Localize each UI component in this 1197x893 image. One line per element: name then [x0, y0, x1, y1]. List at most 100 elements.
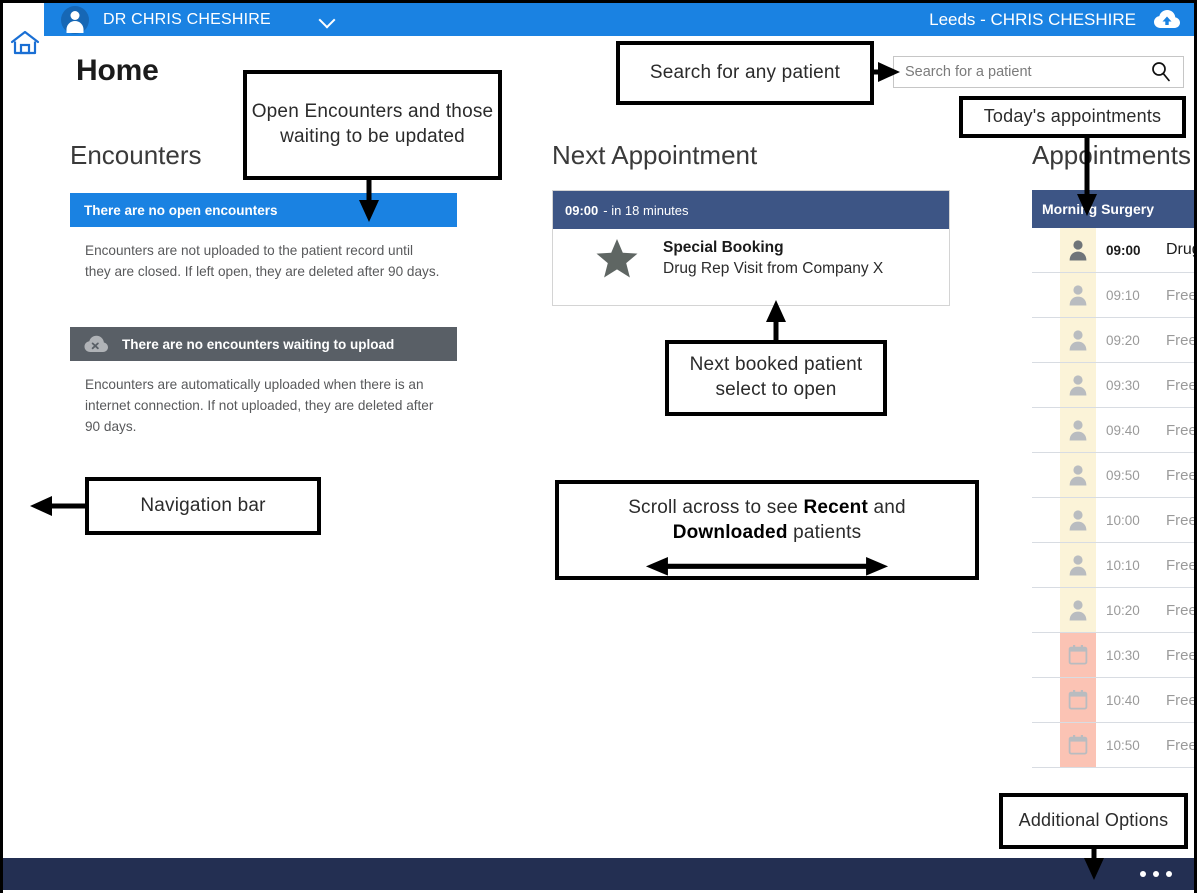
appointment-slot-swatch [1060, 633, 1096, 677]
person-icon [1068, 554, 1088, 576]
appointment-time: 09:20 [1106, 332, 1140, 348]
header-right-group: Leeds - CHRIS CHESHIRE [929, 9, 1180, 30]
calendar-icon [1068, 644, 1088, 666]
annotation-next-booked-patient-text: Next booked patient select to open [689, 354, 863, 400]
open-encounters-description: Encounters are not uploaded to the patie… [85, 243, 440, 280]
appointment-slot-swatch [1060, 318, 1096, 362]
waiting-upload-description: Encounters are automatically uploaded wh… [85, 377, 434, 435]
navigation-bar[interactable] [3, 3, 44, 858]
appointment-slot-swatch [1060, 723, 1096, 767]
appointment-row[interactable]: 09:40 Free [1032, 408, 1194, 453]
calendar-icon [1068, 734, 1088, 756]
annotation-additional-options-text: Additional Options [1018, 810, 1169, 831]
search-input[interactable] [894, 57, 1150, 87]
avatar-body [66, 20, 84, 33]
ellipsis-dot [1166, 871, 1172, 877]
search-icon[interactable] [1150, 61, 1172, 83]
waiting-upload-bar[interactable]: There are no encounters waiting to uploa… [70, 327, 457, 361]
annotation-todays-appointments-text: Today's appointments [983, 106, 1162, 127]
star-icon [595, 237, 639, 279]
appointment-time: 10:10 [1106, 557, 1140, 573]
window-border-left [0, 0, 3, 893]
annotation-open-encounters-text: Open Encounters and those waiting to be … [251, 101, 494, 147]
appointment-label: Free [1166, 646, 1194, 664]
annotation-additional-options: Additional Options [999, 793, 1188, 849]
page-title: Home [76, 54, 159, 87]
annotation-todays-appointments: Today's appointments [959, 96, 1186, 138]
person-icon [1068, 599, 1088, 621]
annotation-scroll-bold-downloaded: Downloaded [672, 521, 788, 543]
open-encounters-bar[interactable]: There are no open encounters [70, 193, 457, 227]
patient-search-box[interactable] [893, 56, 1184, 88]
window-border-top [0, 0, 1197, 3]
next-appointment-title: Special Booking [663, 238, 784, 256]
cloud-upload-icon[interactable] [1154, 9, 1180, 30]
annotation-search-text: Search for any patient [649, 61, 841, 83]
annotation-scroll-pre: Scroll across to see [628, 497, 804, 518]
appointment-row[interactable]: 09:20 Free [1032, 318, 1194, 363]
calendar-icon [1068, 689, 1088, 711]
double-arrow-icon [645, 557, 889, 576]
appointment-slot-swatch [1060, 363, 1096, 407]
appointment-row[interactable]: 09:10 Free [1032, 273, 1194, 318]
person-icon [1068, 419, 1088, 441]
header-user-name: DR CHRIS CHESHIRE [103, 10, 271, 28]
appointment-time: 10:20 [1106, 602, 1140, 618]
appointment-label: Free [1166, 331, 1194, 349]
person-icon [1068, 509, 1088, 531]
annotation-scroll-post: patients [787, 521, 862, 543]
next-appointment-subtitle: Drug Rep Visit from Company X [663, 259, 884, 277]
appointment-label: Free [1166, 601, 1194, 619]
appointment-slot-swatch [1060, 453, 1096, 497]
next-appointment-text: Special Booking Drug Rep Visit from Comp… [663, 239, 883, 278]
ellipsis-icon[interactable] [1140, 871, 1172, 877]
next-appointment-time-header: 09:00 - in 18 minutes [553, 191, 949, 229]
appointment-label: Free [1166, 376, 1194, 394]
appointment-label: Drug Rep Visit from Company X [1166, 241, 1194, 258]
home-icon[interactable] [10, 29, 40, 57]
appointment-label: Free [1166, 466, 1194, 484]
appointment-time: 09:30 [1106, 377, 1140, 393]
appointment-label: Free [1166, 421, 1194, 439]
person-icon [1068, 284, 1088, 306]
annotation-search: Search for any patient [616, 41, 874, 105]
appointments-session-label: Morning Surgery [1042, 201, 1155, 217]
annotation-scroll-bold-recent: Recent [803, 497, 869, 518]
appointment-time: 09:10 [1106, 287, 1140, 303]
appointment-label: Free [1166, 286, 1194, 304]
annotation-scroll-across-text: Scroll across to see Recent and Download… [628, 496, 906, 545]
appointment-label: Free [1166, 511, 1194, 529]
next-appointment-time: 09:00 [565, 202, 599, 218]
person-icon [1068, 239, 1088, 261]
next-appointment-countdown: - in 18 minutes [603, 202, 689, 218]
appointment-row[interactable]: 10:20 Free [1032, 588, 1194, 633]
appointment-row[interactable]: 09:30 Free [1032, 363, 1194, 408]
person-icon [1068, 464, 1088, 486]
open-encounters-label: There are no open encounters [84, 202, 278, 218]
annotation-open-encounters: Open Encounters and those waiting to be … [243, 70, 502, 180]
appointments-session-header: Morning Surgery [1032, 190, 1194, 228]
appointment-slot-swatch [1060, 228, 1096, 272]
appointments-panel[interactable]: Morning Surgery 09:00Drug Rep Visit from… [1032, 190, 1194, 773]
annotation-next-booked-patient: Next booked patient select to open [665, 340, 887, 416]
appointment-slot-swatch [1060, 678, 1096, 722]
avatar-head [70, 10, 80, 20]
appointment-label: Free [1166, 691, 1194, 709]
person-icon [1068, 374, 1088, 396]
header-location-user: Leeds - CHRIS CHESHIRE [929, 9, 1136, 29]
encounters-heading: Encounters [70, 140, 202, 170]
next-appointment-card[interactable]: 09:00 - in 18 minutes Special Booking Dr… [552, 190, 950, 306]
avatar[interactable] [61, 5, 89, 34]
appointment-time: 09:40 [1106, 422, 1140, 438]
appointment-row[interactable]: 09:00Drug Rep Visit from Company X [1032, 228, 1194, 273]
waiting-upload-label: There are no encounters waiting to uploa… [122, 336, 395, 352]
bottom-bar [3, 858, 1194, 890]
